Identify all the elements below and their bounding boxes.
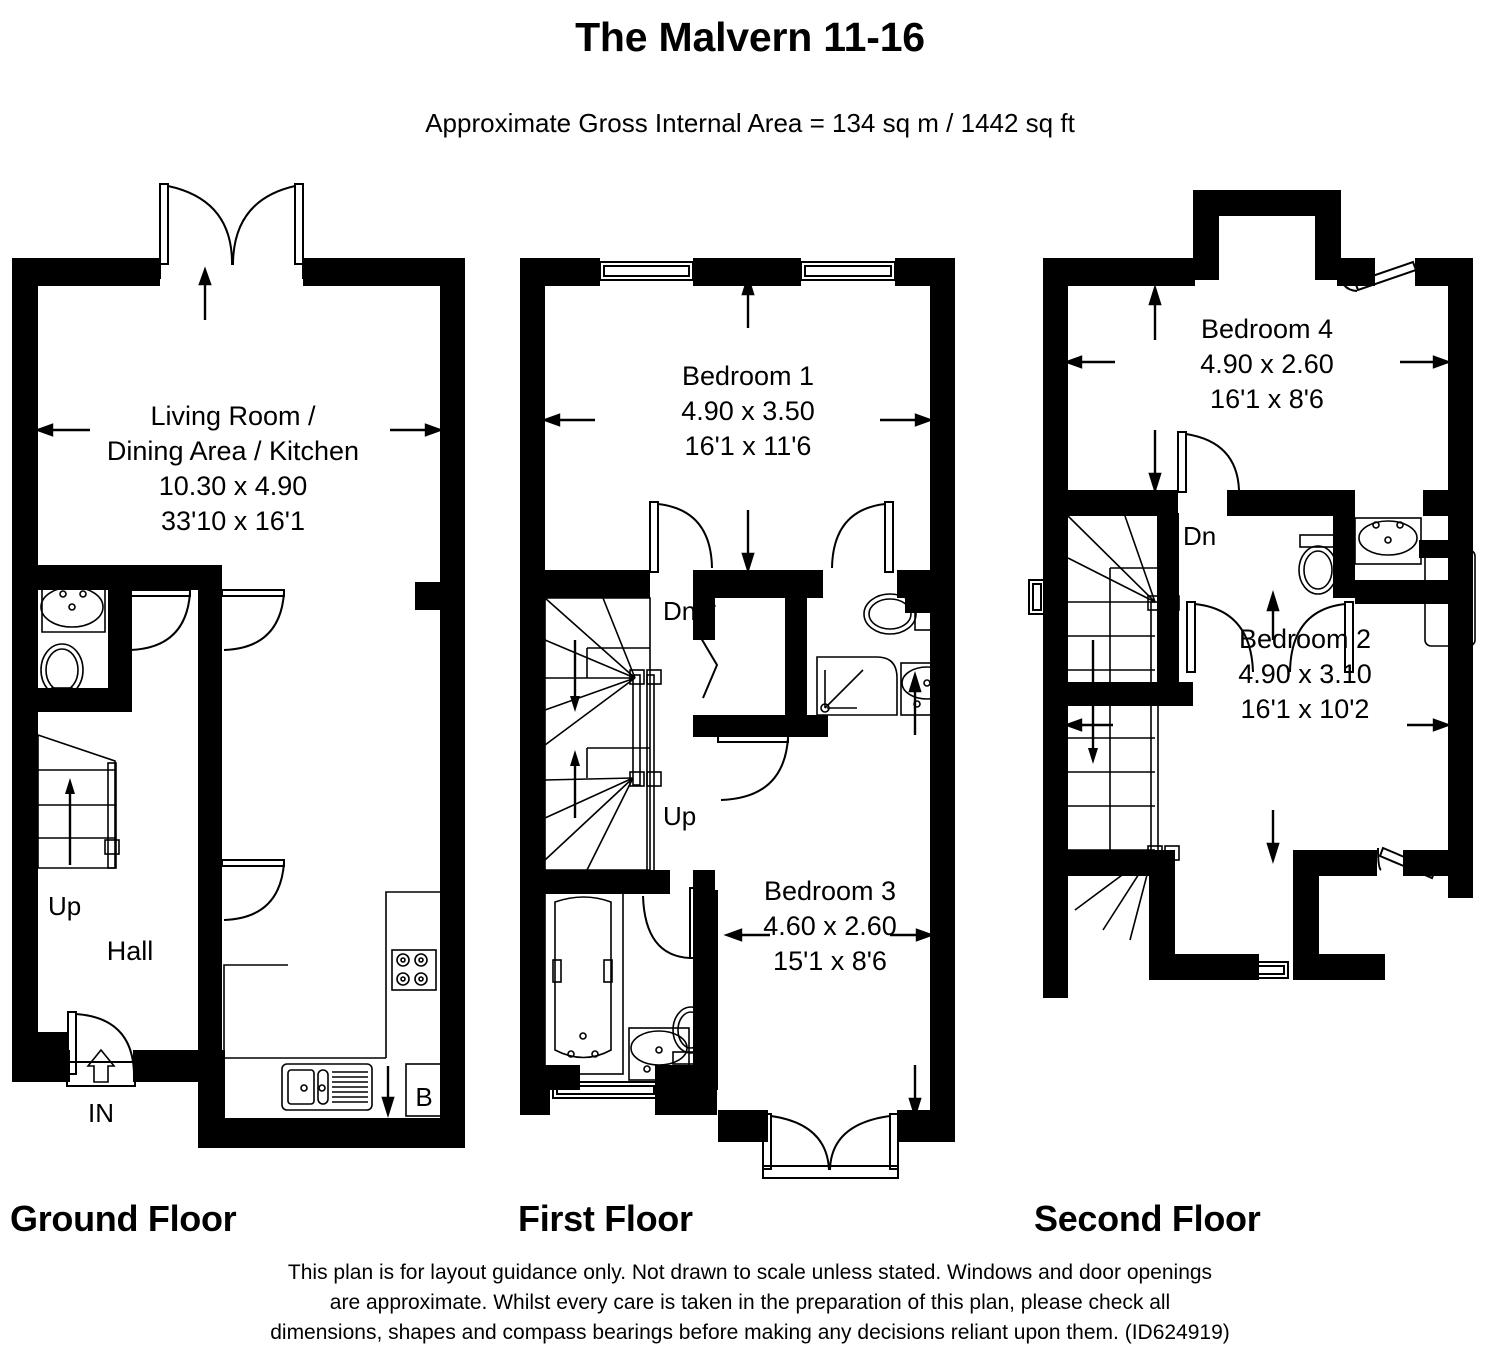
room-label-bedroom1: Bedroom 1 (682, 361, 814, 391)
stairs-dn-label-first: Dn (663, 596, 696, 626)
bedroom1-door (649, 501, 713, 573)
ground-outer-walls (12, 258, 160, 570)
disclaimer-block: This plan is for layout guidance only. N… (0, 1258, 1500, 1348)
gross-area-note: Approximate Gross Internal Area = 134 sq… (425, 108, 1075, 138)
entrance-door (66, 1011, 136, 1087)
bedroom2-door (1186, 601, 1354, 673)
ground-hall-kitchen-wall (198, 588, 222, 888)
room-dim-living-m: 10.30 x 4.90 (159, 471, 308, 501)
second-bed4-dim-arrows (1063, 283, 1452, 495)
bedroom3-door (717, 734, 789, 801)
room-label-bedroom4: Bedroom 4 (1201, 314, 1333, 344)
first-floor-plan: Bedroom 1 4.90 x 3.50 16'1 x 11'6 (520, 258, 955, 1179)
bedroom3-landing-door (831, 501, 894, 573)
stairs-up-label: Up (48, 891, 81, 921)
room-dim-bedroom3-ft: 15'1 x 8'6 (773, 946, 887, 976)
second-left-window (1028, 579, 1046, 615)
disclaimer-line-1: This plan is for layout guidance only. N… (287, 1261, 1213, 1284)
room-dim-bedroom2-ft: 16'1 x 10'2 (1241, 694, 1370, 724)
room-dim-living-ft: 33'10 x 16'1 (161, 506, 305, 536)
page-title: The Malvern 11-16 (575, 14, 925, 60)
room-dim-bedroom1-ft: 16'1 x 11'6 (685, 431, 812, 461)
wc-door (127, 589, 191, 651)
bedroom3-french-doors (762, 1113, 899, 1179)
ensuite-toilet-icon (863, 593, 932, 635)
second-floor-plan: Bedroom 4 4.90 x 2.60 16'1 x 8'6 (1028, 190, 1476, 998)
disclaimer-line-2: are approximate. Whilst every care is ta… (329, 1291, 1171, 1314)
floor-label-ground: Ground Floor (10, 1198, 237, 1239)
landing-cupboard-doors (699, 604, 719, 699)
ground-living-dim-arrows (34, 266, 444, 437)
first-bed1-dim-arrows (541, 273, 934, 575)
ground-french-doors (99, 183, 364, 279)
kitchen-units (223, 891, 440, 1059)
first-windows-top (599, 261, 896, 281)
wc-toilet-icon (40, 643, 84, 712)
kitchen-window (227, 1119, 394, 1137)
room-label-living-2: Dining Area / Kitchen (107, 436, 359, 466)
ensuite-shower-icon (816, 656, 898, 716)
boiler-cupboard (405, 1063, 443, 1117)
second-right-wall (1448, 258, 1473, 898)
room-label-bedroom3: Bedroom 3 (764, 876, 896, 906)
second-angled-door-bottom (1377, 846, 1437, 880)
entrance-label: IN (88, 1098, 114, 1128)
kitchen-hob-icon (391, 949, 437, 991)
ground-internal-wall (12, 565, 222, 590)
hall-living-door (221, 589, 285, 651)
ensuite-basin-icon (900, 662, 954, 716)
stairs-dn-label-second: Dn (1183, 521, 1216, 551)
room-label-bedroom2: Bedroom 2 (1239, 624, 1371, 654)
room-dim-bedroom2-m: 4.90 x 3.10 (1238, 659, 1372, 689)
ground-floor-plan: Living Room / Dining Area / Kitchen 10.3… (12, 183, 465, 1148)
floor-label-second: Second Floor (1034, 1198, 1261, 1239)
room-dim-bedroom3-m: 4.60 x 2.60 (763, 911, 897, 941)
second-dormer-window (1204, 191, 1310, 209)
kitchen-sink-icon (281, 1063, 373, 1111)
second-left-wall (1043, 258, 1068, 998)
first-bed1-wall (520, 570, 650, 598)
bathroom-basin-icon (628, 1027, 690, 1081)
bathroom-window-first (552, 1081, 659, 1099)
bathroom-bath-icon (544, 891, 624, 1075)
bedroom4-door (1177, 431, 1240, 493)
boiler-label: B (415, 1082, 432, 1112)
bathroom-toilet-icon (672, 1006, 710, 1065)
second-angled-door-top (1339, 260, 1418, 292)
stairs-up-label-first: Up (663, 801, 696, 831)
wc-basin-icon (40, 586, 106, 633)
second-bath-toilet-icon (1298, 534, 1338, 595)
bedroom2-window (1177, 961, 1289, 979)
first-stairs (544, 597, 662, 876)
room-label-hall: Hall (107, 936, 154, 966)
first-bed3-dim-arrows (723, 670, 935, 1120)
second-bed2-dim-arrows (1063, 589, 1452, 865)
room-dim-bedroom1-m: 4.90 x 3.50 (681, 396, 815, 426)
second-bath-basin-icon (1354, 517, 1422, 565)
floor-label-first: First Floor (518, 1198, 693, 1239)
room-label-living: Living Room / (150, 401, 316, 431)
ground-stairs-up (37, 733, 120, 869)
room-dim-bedroom4-ft: 16'1 x 8'6 (1210, 384, 1324, 414)
bathroom-door-first (642, 887, 698, 959)
disclaimer-line-3: dimensions, shapes and compass bearings … (270, 1321, 1230, 1344)
hall-kitchen-door (221, 859, 285, 921)
first-left-wall (520, 258, 545, 1088)
room-dim-bedroom4-m: 4.90 x 2.60 (1200, 349, 1334, 379)
